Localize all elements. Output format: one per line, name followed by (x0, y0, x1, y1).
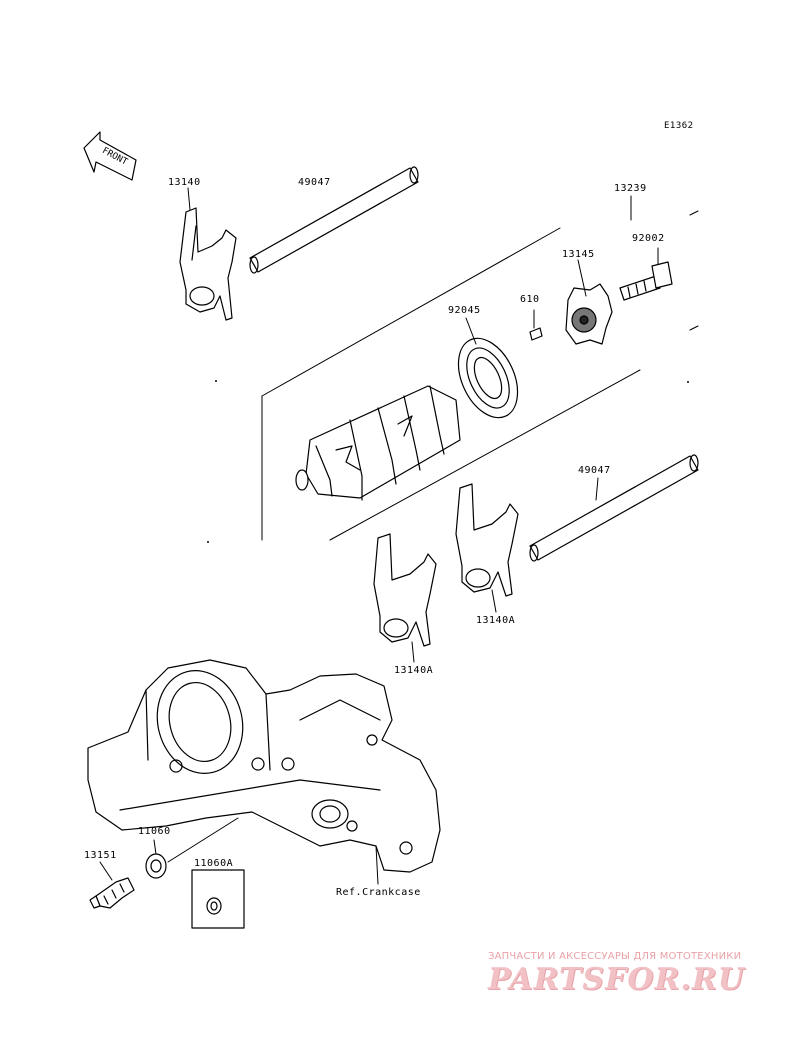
part-label-13151[interactable]: 13151 (84, 850, 117, 861)
watermark-tagline: ЗАПЧАСТИ И АКСЕССУАРЫ ДЛЯ МОТОТЕХНИКИ (488, 951, 742, 962)
leader-lines (99, 187, 659, 885)
shift-fork-top-left[interactable] (179, 207, 237, 321)
part-label-49047-right[interactable]: 49047 (578, 465, 611, 476)
alt-part-box (191, 869, 245, 929)
shift-rod-top[interactable] (249, 166, 419, 274)
part-label-13140[interactable]: 13140 (168, 177, 201, 188)
part-label-13145[interactable]: 13145 (562, 249, 595, 260)
neutral-switch[interactable] (89, 877, 135, 909)
shift-drum-cam[interactable] (565, 283, 613, 345)
shift-fork-middle[interactable] (373, 533, 437, 647)
part-label-11060a[interactable]: 11060A (194, 858, 234, 869)
bearing[interactable] (447, 329, 530, 427)
part-label-610[interactable]: 610 (520, 294, 540, 305)
crankcase-reference-label: Ref.Crankcase (336, 887, 421, 898)
part-label-49047-top[interactable]: 49047 (298, 177, 331, 188)
pin[interactable] (529, 327, 543, 341)
reference-dots (207, 380, 689, 543)
part-label-92045[interactable]: 92045 (448, 305, 481, 316)
shift-rod-right[interactable] (529, 454, 699, 562)
part-label-92002[interactable]: 92002 (632, 233, 665, 244)
part-label-11060[interactable]: 11060 (138, 826, 171, 837)
crankcase (87, 659, 441, 873)
section-frame (261, 210, 699, 541)
part-label-13140a-middle[interactable]: 13140A (394, 665, 434, 676)
watermark-logo: PARTSFOR.RU (488, 962, 745, 997)
part-label-13140a-right[interactable]: 13140A (476, 615, 516, 626)
bolt[interactable] (619, 261, 673, 301)
shift-fork-right[interactable] (455, 483, 519, 597)
shift-drum[interactable] (295, 385, 461, 501)
front-arrow-icon: FRONT (83, 131, 137, 181)
part-label-13239[interactable]: 13239 (614, 183, 647, 194)
washer[interactable] (145, 853, 167, 879)
diagram-code: E1362 (664, 121, 694, 131)
